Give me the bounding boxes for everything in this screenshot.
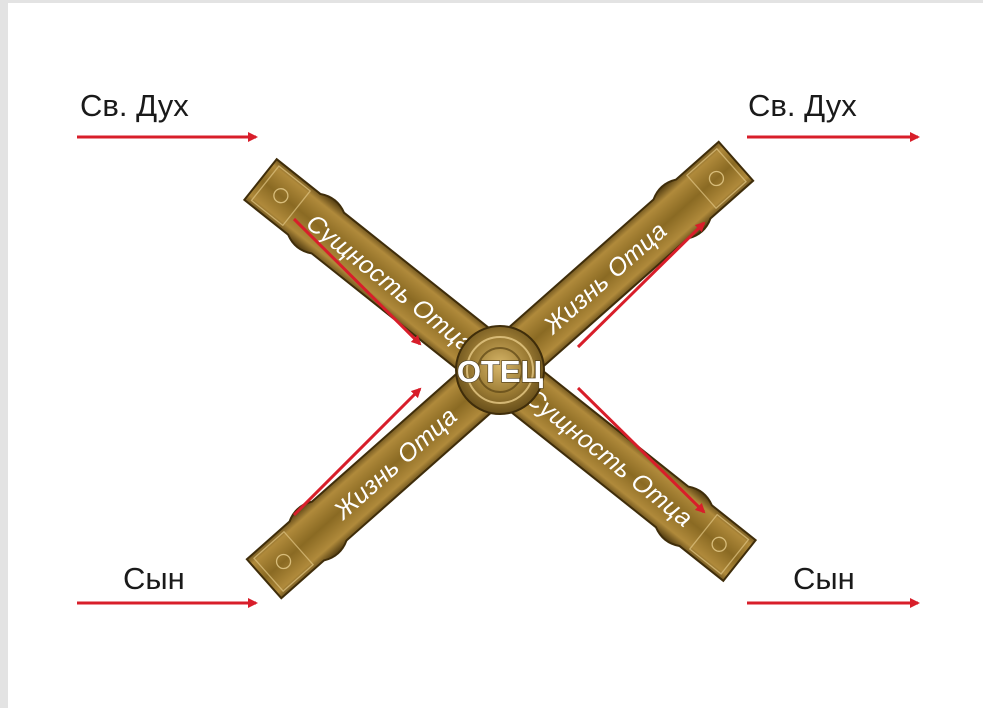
right-top-label: Св. Дух (748, 88, 857, 123)
beam-sw-label: Жизнь Отца (327, 402, 462, 526)
arrow-nw-to-center (292, 217, 422, 346)
arrow-center-to-ne (576, 221, 706, 349)
left-bottom-label: Сын (123, 561, 185, 596)
left-top-label: Св. Дух (80, 88, 189, 123)
beam-se-label: Сущность Отца (520, 383, 698, 533)
beam-nw-label: Сущность Отца (301, 209, 479, 359)
arrows (77, 132, 920, 608)
arrow-sw-to-center (292, 387, 422, 517)
center-label: ОТЕЦ (457, 354, 544, 389)
right-bottom-label: Сын (793, 561, 855, 596)
arrow-center-to-se (576, 386, 706, 514)
center-hub (455, 325, 545, 415)
